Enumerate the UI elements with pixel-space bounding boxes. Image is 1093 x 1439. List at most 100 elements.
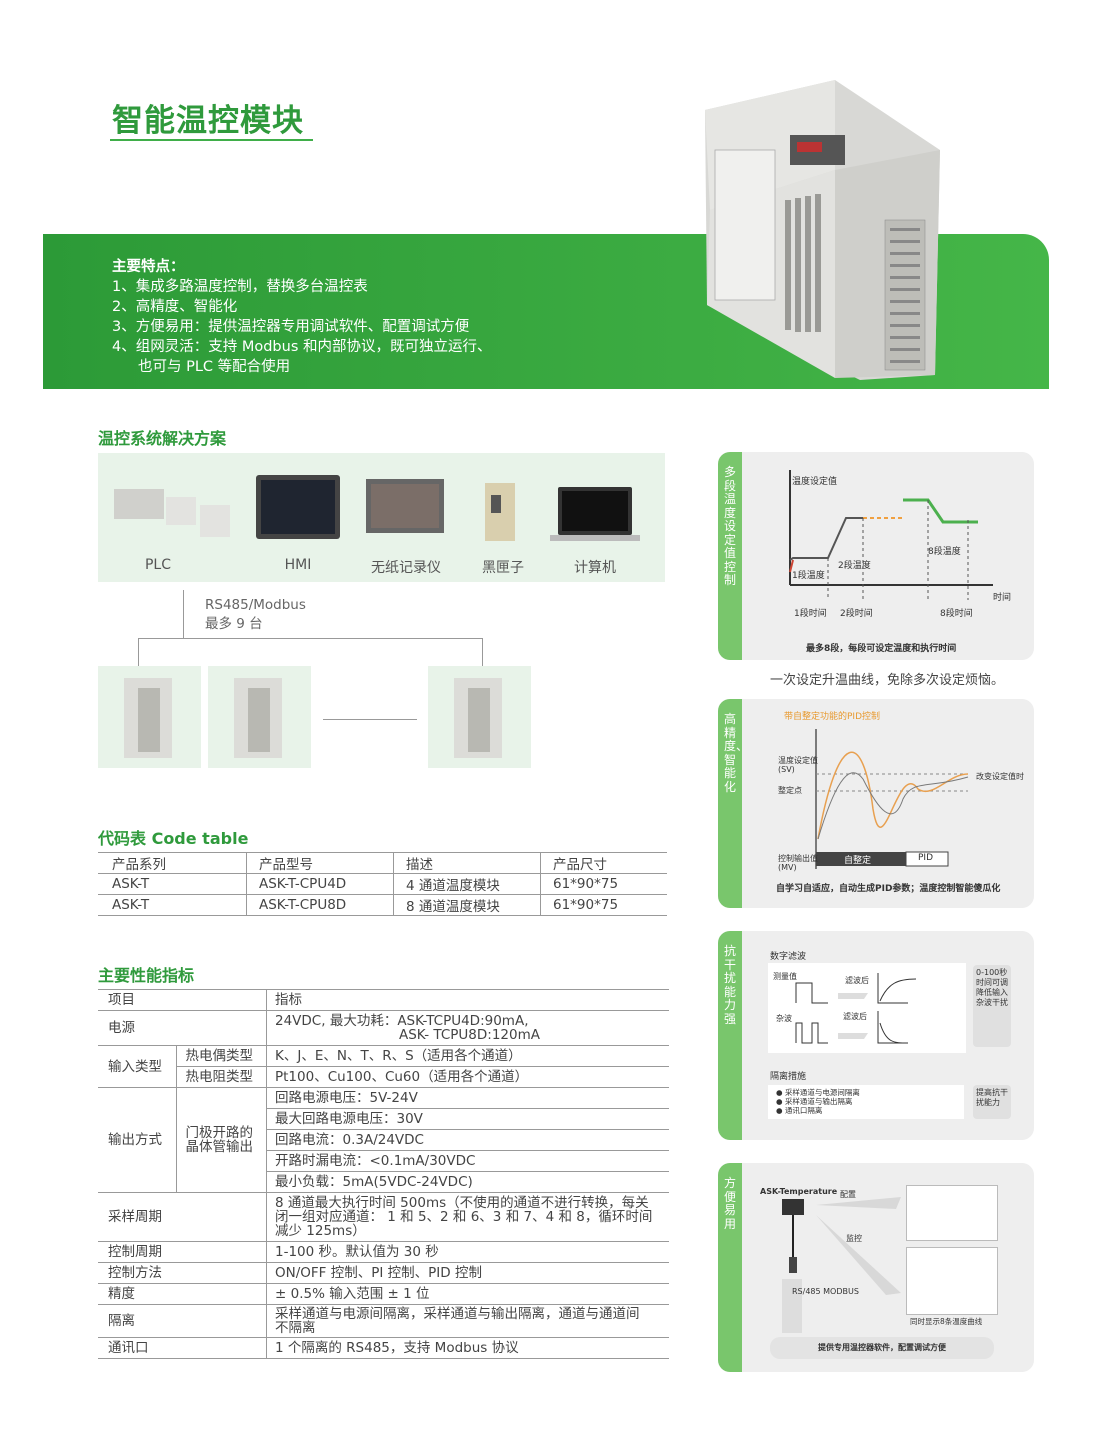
card-side-label: 抗干扰能力强	[718, 931, 742, 1140]
table-cell: ASK-T	[98, 894, 247, 916]
product-label-computer: 计算机	[574, 560, 616, 576]
spec-value: Pt100、Cu100、Cu60（适用各个通道）	[266, 1066, 669, 1088]
spec-sublabel: 门极开路的 晶体管输出	[176, 1087, 267, 1193]
spec-label: 通讯口	[98, 1337, 267, 1359]
chart-label: 测量值	[773, 972, 797, 981]
spec-value: ON/OFF 控制、PI 控制、PID 控制	[266, 1262, 669, 1284]
spec-line: ASK- TCPU8D:120mA	[399, 1027, 540, 1043]
rs485-max: 最多 9 台	[205, 616, 263, 632]
list-item-text: 通讯口隔离	[784, 1106, 823, 1115]
spec-label: 隔离	[98, 1304, 267, 1338]
card-side-label: 方便易用	[718, 1163, 742, 1372]
spec-value: 回路电流：0.3A/24VDC	[266, 1129, 669, 1151]
title-underline	[110, 139, 313, 141]
monitor-label: 监控	[846, 1234, 862, 1243]
product-label-recorder: 无纸记录仪	[371, 560, 441, 576]
chart-label: 滤波后	[845, 976, 869, 985]
spec-value: 开路时漏电流：<0.1mA/30VDC	[266, 1150, 669, 1172]
table-cell: ASK-T-CPU4D	[246, 873, 394, 895]
isolation-list: ● 采样通道与电源间隔离 ● 采样通道与输出隔离 ● 通讯口隔离	[768, 1085, 964, 1119]
spec-value: 24VDC, 最大功耗：ASK-TCPU4D:90mA, ASK- TCPU8D…	[266, 1010, 669, 1046]
table-header: 描述	[393, 852, 541, 874]
connector-line	[183, 590, 184, 638]
drop-line	[482, 638, 483, 666]
features-list: 主要特点： 1、集成多路温度控制，替换多台温控表 2、高精度、智能化 3、方便易…	[112, 257, 491, 377]
hmi-image	[256, 475, 340, 539]
chart-label: 8段时间	[940, 609, 973, 619]
feature-item: 1、集成多路温度控制，替换多台温控表	[112, 279, 368, 295]
spec-value: 采样通道与电源间隔离，采样通道与输出隔离，通道与通道间 不隔离	[266, 1304, 669, 1338]
card-noise: 抗干扰能力强 数字滤波 测量值 杂波 滤波后 滤波后 0-100秒时间可调降低输…	[718, 931, 1034, 1140]
card-precision: 高精度、智能化 带自整定功能的PID控制 温度设定值 (SV) 整定点 改变设定…	[718, 699, 1034, 908]
filter-diagram	[768, 963, 966, 1053]
ellipsis-line	[323, 719, 417, 720]
features-heading: 主要特点：	[112, 259, 185, 275]
plc-image	[114, 489, 230, 537]
filter-note: 0-100秒时间可调降低输入杂波干扰	[973, 965, 1011, 1047]
feature-item: 3、方便易用：提供温控器专用调试软件、配置调试方便	[112, 319, 470, 335]
device-image	[705, 80, 940, 380]
drop-line	[138, 638, 139, 666]
spec-line: 晶体管输出	[185, 1139, 253, 1155]
chart-label: 改变设定值时	[976, 772, 1024, 781]
spec-label: 采样周期	[98, 1192, 267, 1242]
table-cell: 4 通道温度模块	[393, 873, 541, 895]
chart-label: 自整定	[844, 856, 872, 866]
product-label-blackbox: 黑匣子	[482, 560, 524, 576]
spec-line: 闭一组对应通道： 1 和 5、2 和 6、3 和 7、4 和 8，循环时间	[275, 1209, 653, 1225]
config-label: 配置	[840, 1190, 856, 1199]
spec-label: 精度	[98, 1283, 267, 1305]
spec-line: 门极开路的	[185, 1125, 253, 1141]
table-row: ASK-T ASK-T-CPU8D 8 通道温度模块 61*90*75	[98, 894, 667, 916]
table-header: 产品系列	[98, 852, 247, 874]
spec-label: 控制方法	[98, 1262, 267, 1284]
curves-label: 同时显示8条温度曲线	[910, 1317, 983, 1326]
chart-label: 整定点	[778, 786, 802, 795]
multi-segment-chart	[789, 470, 993, 600]
table-cell: 8 通道温度模块	[393, 894, 541, 916]
code-table-heading: 代码表 Code table	[98, 829, 249, 848]
spec-value: 1-100 秒。默认值为 30 秒	[266, 1241, 669, 1263]
spec-value: 最大回路电源电压：30V	[266, 1108, 669, 1130]
chart-label: 1段时间	[794, 609, 827, 619]
bottom-caption: 提供专用温控器软件，配置调试方便	[770, 1337, 994, 1359]
rs485-protocol: RS485/Modbus	[205, 597, 306, 613]
spec-col-item: 项目	[98, 989, 267, 1011]
computer-image	[550, 487, 640, 541]
bus-line	[138, 638, 482, 639]
list-item: ● 通讯口隔离	[776, 1106, 823, 1115]
chart-label: 控制输出值	[778, 854, 818, 863]
spec-line: 减少 125ms）	[275, 1223, 366, 1239]
card-side-label: 高精度、智能化	[718, 699, 748, 908]
isolation-note: 提高抗干扰能力	[973, 1085, 1011, 1119]
chart-label: 温度设定值	[778, 756, 818, 765]
blackbox-image	[485, 483, 515, 541]
pid-chart	[815, 729, 969, 869]
bus-label: RS/485 MODBUS	[792, 1287, 859, 1296]
chart-label: 温度设定值	[792, 477, 838, 487]
products-panel: PLC HMI 无纸记录仪 黑匣子 计算机	[98, 453, 665, 582]
code-table: 产品系列 产品型号 描述 产品尺寸 ASK-T ASK-T-CPU4D 4 通道…	[98, 852, 667, 916]
spec-value: 最小负载：5mA(5VDC-24VDC)	[266, 1171, 669, 1193]
chart-label: 8段温度	[928, 547, 961, 557]
spec-value: 1 个隔离的 RS485，支持 Modbus 协议	[266, 1337, 669, 1359]
table-header: 产品型号	[246, 852, 394, 874]
connection-diagram	[782, 1197, 901, 1295]
spec-label: 输入类型	[98, 1045, 177, 1088]
page-title: 智能温控模块	[112, 103, 304, 139]
recorder-image	[366, 479, 444, 533]
table-cell: ASK-T	[98, 873, 247, 895]
table-header-row: 产品系列 产品型号 描述 产品尺寸	[98, 852, 667, 874]
card-multi-segment: 多段温度设定值控制 温度设定值 1段温度 2段温度 8段温度 时间 1段时间 2…	[718, 452, 1034, 660]
chart-label: 1段温度	[792, 571, 825, 581]
chart-label: 时间	[993, 593, 1012, 603]
config-screen	[906, 1185, 998, 1241]
spec-value: 8 通道最大执行时间 500ms（不使用的通道不进行转换，每关 闭一组对应通道：…	[266, 1192, 669, 1242]
chart-title: 带自整定功能的PID控制	[784, 712, 881, 722]
feature-item: 2、高精度、智能化	[112, 299, 238, 315]
table-cell: 61*90*75	[540, 873, 667, 895]
card-caption: 自学习自适应，自动生成PID参数；温度控制智能傻瓜化	[776, 884, 1001, 894]
table-cell: 61*90*75	[540, 894, 667, 916]
spec-label: 控制周期	[98, 1241, 267, 1263]
spec-value: K、J、E、N、T、R、S（适用各个通道）	[266, 1045, 669, 1067]
